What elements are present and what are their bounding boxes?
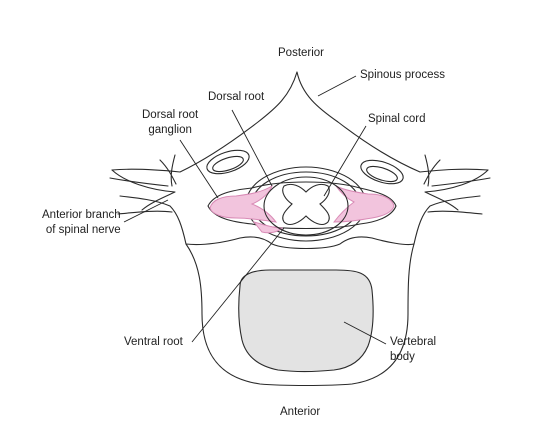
- nerve-sheath: [207, 181, 397, 230]
- leader-dorsal-root-ganglion: [179, 139, 219, 199]
- right-articular-facet-inner: [366, 165, 398, 183]
- left-articular-facet-inner: [212, 155, 244, 173]
- leader-dorsal-root: [231, 109, 273, 187]
- leader-spinal-cord: [323, 125, 367, 197]
- left-ventral-root: [252, 221, 284, 234]
- right-transverse-process-lower: [413, 195, 481, 245]
- grey-matter: [282, 183, 330, 225]
- left-nerve-branches: [109, 154, 177, 215]
- anterior-label: Anterior: [280, 406, 321, 418]
- posterior-label: Posterior: [278, 47, 325, 59]
- vertebral-arch-outline: [111, 71, 489, 173]
- left-transverse-process: [111, 169, 176, 211]
- dorsal-root-ganglion-label: Dorsal root ganglion: [142, 109, 199, 136]
- anterior-branch-label: Anterior branch of spinal nerve: [42, 209, 121, 236]
- leader-anterior-branch: [123, 199, 169, 223]
- spinal-cord: [263, 176, 349, 236]
- vertebral-body-outline: [185, 236, 415, 387]
- right-articular-facet: [360, 159, 404, 185]
- ventral-root-label: Ventral root: [124, 336, 183, 348]
- right-nerve-branches: [423, 154, 491, 215]
- leader-ventral-root: [191, 227, 285, 343]
- dorsal-root-label: Dorsal root: [208, 91, 265, 103]
- left-articular-facet: [206, 149, 250, 175]
- spinous-process-label: Spinous process: [360, 69, 446, 81]
- left-transverse-process-lower: [119, 195, 187, 245]
- leader-vertebral-body: [343, 321, 387, 345]
- spinal-cord-label: Spinal cord: [368, 113, 426, 125]
- right-dorsal-root-ganglion: [332, 184, 395, 223]
- left-dorsal-root-ganglion: [209, 184, 278, 223]
- vertebral-body-inner: [238, 269, 374, 373]
- vertebral-body-label: Vertebral body: [390, 336, 437, 363]
- leader-spinous-process: [317, 75, 357, 97]
- right-transverse-process: [424, 169, 489, 211]
